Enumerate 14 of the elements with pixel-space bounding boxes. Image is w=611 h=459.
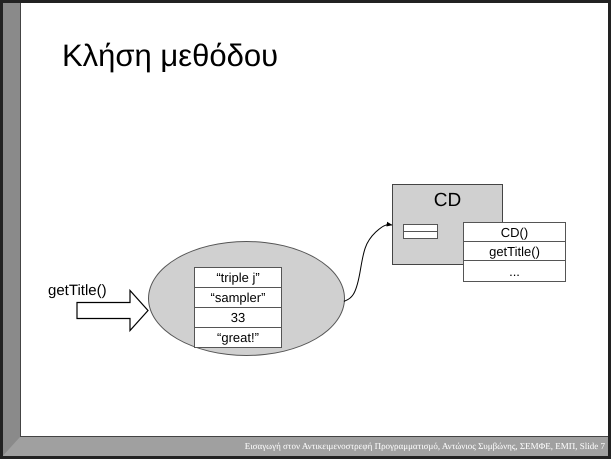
slide-footer: Εισαγωγή στον Αντικειμενοστρεφή Προγραμματισμό, Αντώνιος Συμβώνης, ΣΕΜΦΕ, ΕΜΠ, Slide 7 <box>244 442 605 451</box>
field-box <box>403 224 438 239</box>
slide-title: Κλήση μεθόδου <box>62 40 278 71</box>
table-cell: “triple j” <box>194 267 282 288</box>
table-cell: “great!” <box>194 327 282 348</box>
table-cell: “sampler” <box>194 287 282 308</box>
table-cell: 33 <box>194 307 282 328</box>
arrow <box>343 222 393 302</box>
method-call-label: getTitle() <box>48 283 107 298</box>
table-cell: CD() <box>463 222 566 242</box>
class-name: CD <box>434 191 462 210</box>
block-arrow <box>76 288 149 332</box>
table-cell: ... <box>463 260 566 282</box>
table-cell: getTitle() <box>463 241 566 261</box>
